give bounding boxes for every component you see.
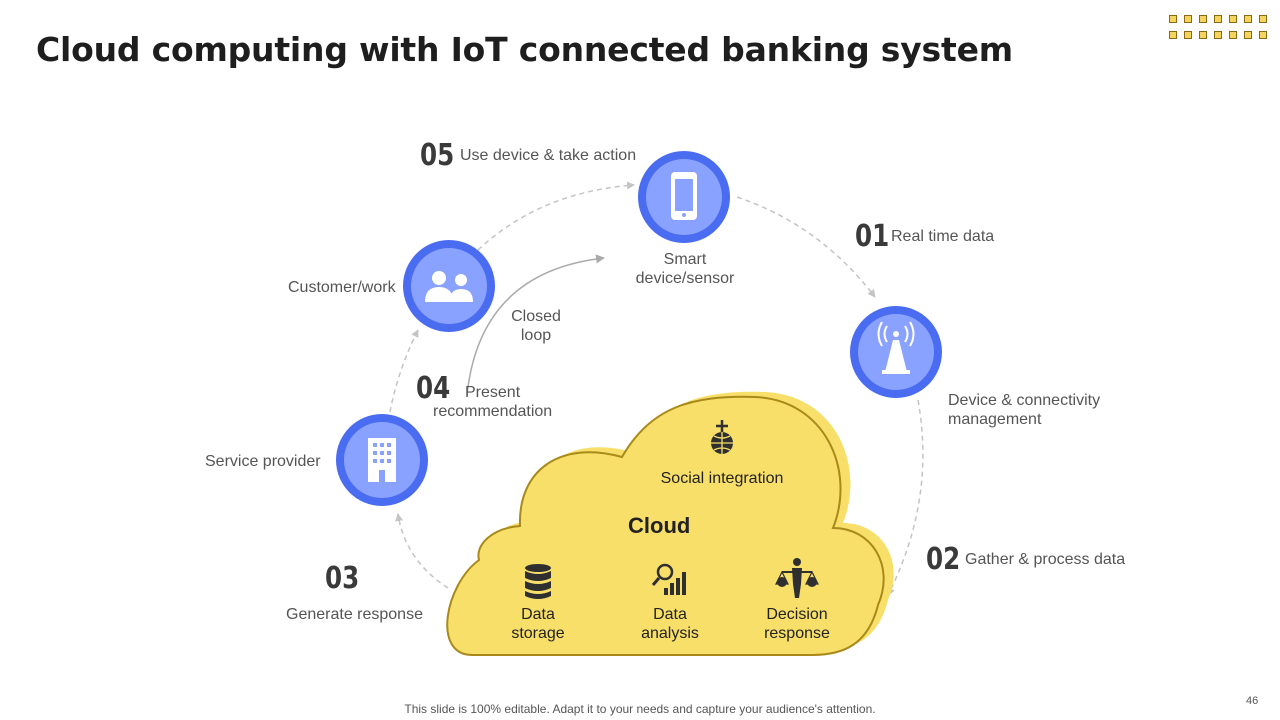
arrow-customer-to-smart <box>477 181 635 251</box>
step-number-01: 01 <box>855 219 890 254</box>
smart-device-label: Smart device/sensor <box>635 251 735 287</box>
users-icon <box>425 271 473 302</box>
closed-loop-arrow <box>466 254 605 396</box>
step-label-05: Use device & take action <box>460 147 637 164</box>
cloud-label: Cloud <box>628 513 691 538</box>
step-label-04: Present recommendation <box>433 384 553 420</box>
social-integration-icon <box>711 420 733 454</box>
service-provider-label: Service provider <box>205 453 321 470</box>
building-icon <box>368 438 396 482</box>
closed-loop-label: Closed loop <box>511 308 561 344</box>
decision-balance-icon <box>775 558 819 598</box>
page-title: Cloud computing with IoT connected banki… <box>36 30 1013 69</box>
database-icon <box>525 564 551 599</box>
arrow-smart-to-device-mgmt <box>736 196 876 298</box>
page-number: 46 <box>1246 695 1259 707</box>
arrow-cloud-to-service-provider <box>395 513 449 589</box>
social-integration-label: Social integration <box>660 470 784 487</box>
decision-response-label: Decision response <box>764 606 830 642</box>
data-storage-label: Data storage <box>511 606 565 642</box>
step-number-04: 04 <box>416 371 451 406</box>
step-label-02: Gather & process data <box>965 551 1126 568</box>
data-analysis-label: Data analysis <box>641 606 699 642</box>
cloud-shape <box>446 391 894 656</box>
customer-label: Customer/work <box>288 279 396 296</box>
smartphone-icon <box>671 172 697 220</box>
arrow-service-provider-to-customer <box>389 329 419 413</box>
footer-note: This slide is 100% editable. Adapt it to… <box>404 702 876 716</box>
device-mgmt-label: Device & connectivity management <box>948 392 1101 428</box>
customer-node <box>403 240 495 332</box>
arrow-device-mgmt-to-cloud <box>887 399 924 596</box>
step-label-01: Real time data <box>891 228 995 245</box>
step-number-05: 05 <box>420 138 455 173</box>
step-label-03: Generate response <box>286 606 423 623</box>
step-number-03: 03 <box>325 561 360 596</box>
antenna-tower-icon <box>877 321 915 374</box>
decorative-dot-grid <box>1169 15 1269 41</box>
analytics-icon <box>651 563 686 595</box>
step-number-02: 02 <box>926 542 961 577</box>
